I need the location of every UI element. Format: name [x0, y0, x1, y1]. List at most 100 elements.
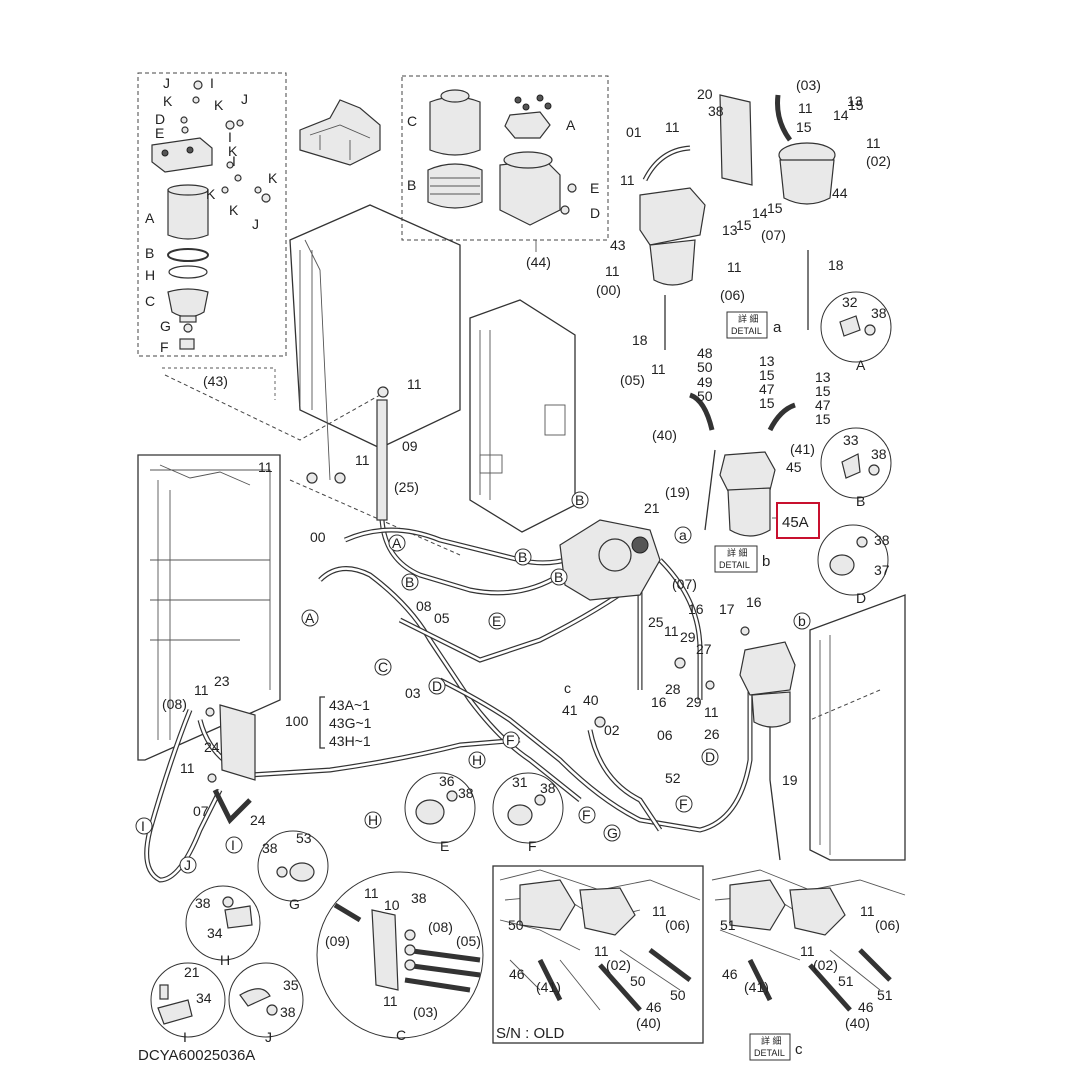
svg-text:38: 38 — [262, 840, 278, 856]
bracket-item: 43H~1 — [329, 733, 371, 749]
svg-text:11: 11 — [407, 376, 422, 392]
detail-a-key: a — [773, 319, 782, 336]
svg-text:(40): (40) — [636, 1015, 661, 1031]
svg-text:c: c — [564, 680, 571, 696]
cab-thumbnail — [299, 99, 381, 166]
svg-text:A: A — [566, 117, 576, 133]
svg-text:J: J — [184, 857, 191, 873]
svg-text:A: A — [392, 535, 402, 551]
inset-filter-44: CB AE D (44) — [401, 75, 609, 270]
svg-text:21: 21 — [644, 500, 660, 516]
svg-text:11: 11 — [180, 760, 195, 776]
svg-text:05: 05 — [434, 610, 450, 626]
svg-text:I: I — [183, 1029, 187, 1045]
svg-text:43: 43 — [610, 237, 626, 253]
svg-text:11: 11 — [355, 452, 370, 468]
svg-text:28: 28 — [665, 681, 681, 697]
detail-c-word: DETAIL — [754, 1048, 785, 1058]
svg-text:(03): (03) — [413, 1004, 438, 1020]
svg-text:41: 41 — [562, 702, 578, 718]
callout-f-2: F — [578, 806, 596, 824]
svg-text:47: 47 — [759, 381, 775, 397]
svg-text:A: A — [856, 357, 866, 373]
svg-text:F: F — [160, 339, 169, 355]
svg-text:I: I — [141, 818, 145, 834]
svg-text:(07): (07) — [761, 227, 786, 243]
svg-text:25: 25 — [648, 614, 664, 630]
svg-text:35: 35 — [283, 977, 299, 993]
svg-text:A: A — [305, 610, 315, 626]
serial-note: S/N : OLD — [496, 1025, 565, 1042]
svg-text:(41): (41) — [744, 979, 769, 995]
svg-text:D: D — [705, 749, 715, 765]
detail-b-key: b — [762, 553, 770, 570]
svg-text:20: 20 — [697, 86, 713, 102]
svg-text:(02): (02) — [813, 957, 838, 973]
svg-text:47: 47 — [815, 397, 831, 413]
callout-f-1: F — [502, 731, 520, 749]
svg-text:29: 29 — [680, 629, 696, 645]
svg-text:(41): (41) — [536, 979, 561, 995]
svg-text:15: 15 — [767, 200, 783, 216]
detail-a-kanji: 詳 細 — [738, 313, 759, 324]
svg-text:50: 50 — [670, 987, 686, 1003]
svg-text:46: 46 — [509, 966, 525, 982]
detail-b-kanji: 詳 細 — [727, 547, 748, 558]
svg-text:(09): (09) — [325, 933, 350, 949]
svg-text:46: 46 — [858, 999, 874, 1015]
svg-text:38: 38 — [540, 780, 556, 796]
svg-text:16: 16 — [746, 594, 762, 610]
svg-text:21: 21 — [184, 964, 200, 980]
svg-text:G: G — [607, 825, 618, 841]
svg-text:K: K — [214, 97, 224, 113]
svg-text:J: J — [241, 91, 248, 107]
svg-text:11: 11 — [594, 943, 609, 959]
svg-text:38: 38 — [458, 785, 474, 801]
svg-text:B: B — [145, 245, 154, 261]
svg-text:11: 11 — [651, 361, 666, 377]
svg-text:C: C — [378, 659, 388, 675]
svg-text:27: 27 — [696, 641, 712, 657]
svg-text:(08): (08) — [428, 919, 453, 935]
components — [205, 94, 836, 783]
svg-text:E: E — [590, 180, 599, 196]
svg-text:J: J — [265, 1029, 272, 1045]
svg-text:C: C — [145, 293, 155, 309]
svg-text:G: G — [289, 896, 300, 912]
svg-text:F: F — [582, 807, 591, 823]
svg-text:51: 51 — [838, 973, 854, 989]
callout-d-1: D — [428, 677, 446, 695]
svg-text:23: 23 — [214, 673, 230, 689]
svg-text:K: K — [268, 170, 278, 186]
svg-text:I: I — [232, 153, 236, 169]
svg-text:B: B — [575, 492, 584, 508]
svg-text:15: 15 — [796, 119, 812, 135]
svg-text:31: 31 — [512, 774, 528, 790]
svg-text:15: 15 — [815, 411, 831, 427]
svg-text:H: H — [472, 752, 482, 768]
svg-text:F: F — [679, 796, 688, 812]
svg-text:(03): (03) — [796, 77, 821, 93]
callout-b-detail: b — [793, 612, 811, 630]
svg-text:B: B — [554, 569, 563, 585]
hose-harness — [144, 250, 809, 883]
svg-text:40: 40 — [583, 692, 599, 708]
svg-text:52: 52 — [665, 770, 681, 786]
callout-a-2: A — [301, 609, 319, 627]
svg-text:18: 18 — [828, 257, 844, 273]
svg-text:18: 18 — [632, 332, 648, 348]
svg-text:(07): (07) — [672, 576, 697, 592]
callout-b-2: B — [514, 548, 532, 566]
svg-text:38: 38 — [708, 103, 724, 119]
svg-text:37: 37 — [874, 562, 890, 578]
svg-text:D: D — [155, 111, 165, 127]
svg-text:I: I — [231, 837, 235, 853]
bracket-prefix: 100 — [285, 713, 309, 729]
svg-text:(06): (06) — [665, 917, 690, 933]
svg-text:32: 32 — [842, 294, 858, 310]
svg-text:A: A — [145, 210, 155, 226]
